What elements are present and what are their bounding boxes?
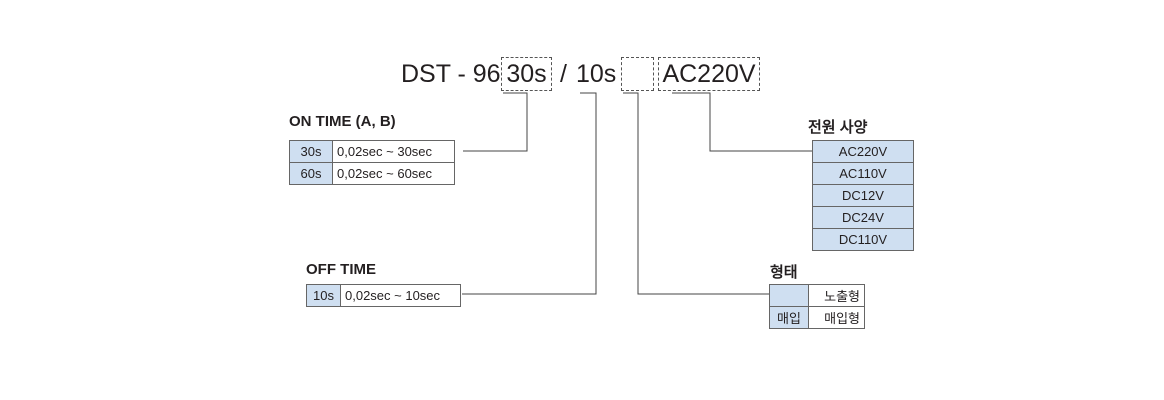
model-on-code-box: 30s [501, 57, 552, 91]
model-prefix: DST - 96 [401, 60, 501, 88]
on-time-code: 60s [289, 162, 333, 185]
power-table: AC220V AC110V DC12V DC24V DC110V [812, 140, 914, 251]
power-item: DC110V [812, 228, 914, 251]
model-power-code-box: AC220V [658, 57, 760, 91]
connector-form [623, 92, 770, 295]
on-time-code: 30s [289, 140, 333, 163]
on-time-table: 30s 0,02sec ~ 30sec 60s 0,02sec ~ 60sec [289, 140, 455, 185]
off-time-code: 10s [306, 284, 341, 307]
table-row: DC24V [812, 206, 914, 229]
table-row: 매입 매입형 [769, 306, 865, 329]
form-title: 형태 [770, 264, 798, 281]
form-table: 노출형 매입 매입형 [769, 284, 865, 329]
power-title: 전원 사양 [808, 119, 868, 136]
on-time-desc: 0,02sec ~ 60sec [332, 162, 455, 185]
power-item: AC110V [812, 162, 914, 185]
connector-power [672, 92, 813, 152]
form-desc: 매입형 [808, 306, 865, 329]
table-row: AC110V [812, 162, 914, 185]
table-row: 10s 0,02sec ~ 10sec [306, 284, 461, 307]
connector-on-time [463, 92, 528, 152]
form-code [769, 284, 809, 307]
on-time-desc: 0,02sec ~ 30sec [332, 140, 455, 163]
on-time-title: ON TIME (A, B) [289, 113, 396, 130]
table-row: DC12V [812, 184, 914, 207]
model-type-code-box [621, 57, 654, 91]
power-item: DC12V [812, 184, 914, 207]
table-row: 30s 0,02sec ~ 30sec [289, 140, 455, 163]
model-off-code: 10s [576, 60, 617, 88]
table-row: 60s 0,02sec ~ 60sec [289, 162, 455, 185]
form-desc: 노출형 [808, 284, 865, 307]
power-item: DC24V [812, 206, 914, 229]
form-code: 매입 [769, 306, 809, 329]
model-separator: / [560, 60, 567, 88]
power-item: AC220V [812, 140, 914, 163]
off-time-title: OFF TIME [306, 261, 376, 278]
off-time-desc: 0,02sec ~ 10sec [340, 284, 461, 307]
table-row: AC220V [812, 140, 914, 163]
connector-off-time [462, 92, 597, 295]
off-time-table: 10s 0,02sec ~ 10sec [306, 284, 461, 307]
table-row: DC110V [812, 228, 914, 251]
table-row: 노출형 [769, 284, 865, 307]
